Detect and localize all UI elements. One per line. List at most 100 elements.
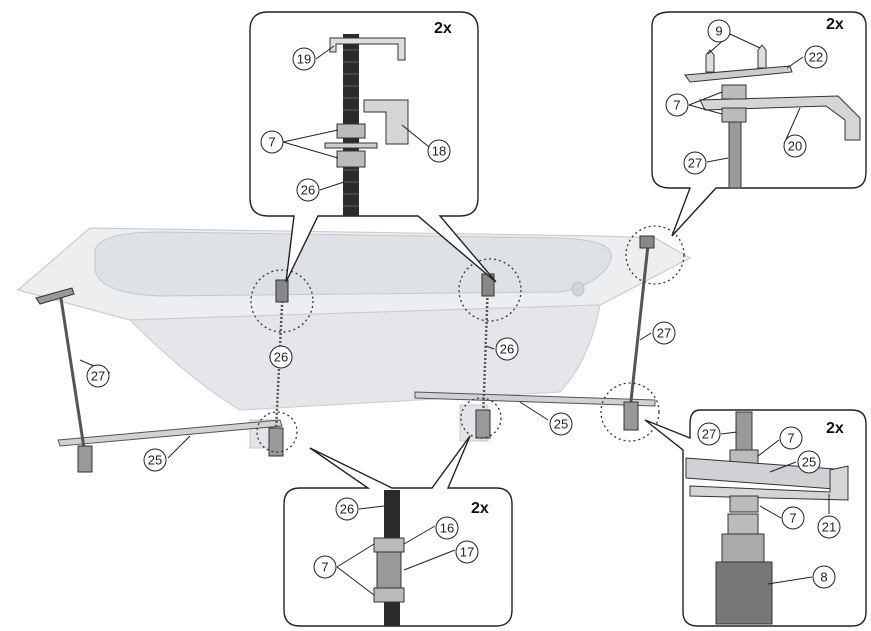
callout-circle (783, 134, 807, 158)
callout-c7b: 7 (665, 93, 689, 117)
rail-25-right (414, 391, 656, 407)
callout-c16: 16 (435, 516, 459, 540)
detail-panel-bottom (283, 435, 513, 627)
quantity-label-top-right: 2x (826, 16, 844, 33)
callout-circle (269, 345, 293, 369)
callout-number: 7 (787, 431, 794, 446)
panel-outline (651, 11, 867, 237)
frame (35, 235, 656, 473)
callout-circle (779, 426, 803, 450)
callout-circle (495, 337, 519, 361)
coupler-17 (376, 551, 402, 589)
callout-number: 21 (822, 520, 836, 535)
callout-c27c: 27 (86, 364, 110, 388)
callout-c20: 20 (783, 134, 807, 158)
callout-number: 25 (554, 417, 568, 432)
foot-8-base (715, 561, 773, 625)
callout-circle (427, 139, 451, 163)
callout-number: 26 (500, 342, 514, 357)
washer (324, 142, 378, 149)
callout-c25a: 25 (549, 412, 573, 436)
left-hook-bracket (35, 287, 75, 305)
quantity-label-bottom: 2x (471, 500, 489, 517)
top-bracket (275, 279, 289, 303)
callout-circle (697, 422, 721, 446)
callout-c27d: 27 (697, 422, 721, 446)
callout-c7d: 7 (781, 506, 805, 530)
callout-circle (292, 47, 316, 71)
nut-7 (336, 123, 366, 139)
callout-c26d: 26 (335, 497, 359, 521)
detail-panel-top-right (651, 11, 867, 237)
callout-c22: 22 (804, 45, 828, 69)
nut-7 (373, 587, 405, 603)
callout-c19: 19 (292, 47, 316, 71)
callout-number: 25 (148, 453, 162, 468)
rod-27-left (58, 291, 86, 449)
detail-circle (600, 382, 660, 442)
bracket-21 (689, 465, 849, 501)
callout-number: 26 (340, 502, 354, 517)
callout-circle (781, 506, 805, 530)
callout-number: 26 (301, 183, 315, 198)
callout-number: 16 (440, 521, 454, 536)
nut-7 (721, 84, 747, 100)
nut-7 (729, 495, 759, 513)
callout-number: 18 (432, 144, 446, 159)
detail-circle (460, 397, 502, 439)
nut-7 (727, 513, 759, 535)
callout-number: 7 (268, 135, 275, 150)
rod-27 (735, 411, 753, 453)
rail-25-left (57, 419, 283, 447)
callout-number: 17 (460, 545, 474, 560)
callout-number: 22 (809, 50, 823, 65)
quantity-label-bottom-right: 2x (826, 420, 844, 437)
callout-c8: 8 (812, 565, 836, 589)
callout-circle (455, 540, 479, 564)
callout-number: 8 (820, 570, 827, 585)
callout-c7a: 7 (260, 130, 284, 154)
callout-circle (797, 450, 821, 474)
detail-circle (625, 225, 685, 285)
detail-circle (256, 411, 298, 453)
callout-number: 27 (702, 427, 716, 442)
callout-c9: 9 (707, 19, 731, 43)
callout-c21: 21 (817, 515, 841, 539)
bracket-19 (329, 37, 406, 61)
callout-number: 27 (91, 369, 105, 384)
rod-26-mid-right (481, 281, 490, 421)
callout-circle (335, 497, 359, 521)
callout-circle (665, 93, 689, 117)
detail-circle (250, 269, 314, 333)
nut-7 (336, 150, 366, 168)
detail-panel-top (249, 11, 497, 283)
callout-circle (817, 515, 841, 539)
callout-circle (143, 448, 167, 472)
bracket-18 (363, 99, 409, 145)
callout-circle (313, 555, 337, 579)
callout-circle (652, 321, 676, 345)
callout-c26a: 26 (296, 178, 320, 202)
callout-c7c: 7 (779, 426, 803, 450)
plate-22 (684, 65, 793, 83)
callout-number: 9 (715, 24, 722, 39)
callout-number: 7 (673, 98, 680, 113)
callout-circle (296, 178, 320, 202)
callout-c7e: 7 (313, 555, 337, 579)
rod-27 (728, 121, 742, 189)
bathtub (16, 227, 692, 449)
callout-c26c: 26 (495, 337, 519, 361)
foot-8 (623, 401, 639, 431)
foot-8 (475, 409, 491, 439)
callout-number: 7 (321, 560, 328, 575)
nut-7 (721, 107, 747, 123)
callout-c17: 17 (455, 540, 479, 564)
callout-c25b: 25 (143, 448, 167, 472)
foot-8 (77, 445, 93, 473)
pin-9 (757, 44, 767, 69)
callout-circle (435, 516, 459, 540)
callout-c27a: 27 (683, 151, 707, 175)
callout-circle (86, 364, 110, 388)
